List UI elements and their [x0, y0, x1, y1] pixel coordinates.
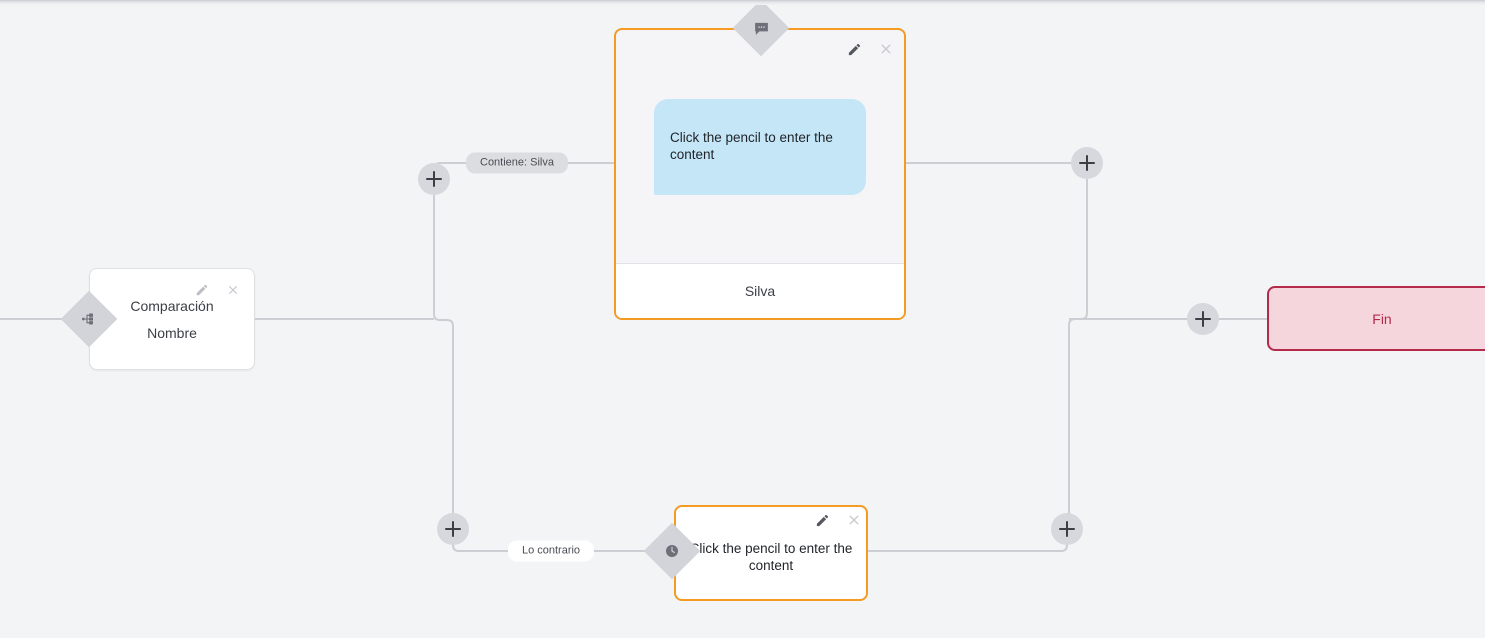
pencil-icon[interactable] [846, 41, 862, 57]
comparison-title-line-2: Nombre [147, 324, 197, 341]
branch-hierarchy-icon [79, 309, 99, 329]
chat-bubble-icon [751, 18, 771, 38]
message-card-footer: Silva [616, 263, 904, 318]
message-bubble: Click the pencil to enter the content [654, 98, 866, 195]
close-icon[interactable] [878, 41, 894, 57]
edge-label-lo-contrario[interactable]: Lo contrario [507, 540, 595, 562]
message-card-actions [846, 41, 894, 57]
add-node-button-after-top[interactable] [1071, 147, 1103, 179]
add-node-button-after-bottom[interactable] [1051, 513, 1083, 545]
comparison-card-actions [194, 282, 241, 298]
message-bottom-text: Click the pencil to enter the content [689, 541, 853, 573]
add-node-button-branch-true[interactable] [418, 163, 450, 195]
edge-label-contiene-silva[interactable]: Contiene: Silva [466, 152, 568, 174]
comparison-title-line-1: Comparación [130, 297, 214, 314]
close-icon[interactable] [225, 282, 241, 298]
message-card-body: Click the pencil to enter the content [616, 30, 904, 263]
edge-branch-false [433, 195, 454, 529]
pencil-icon[interactable] [194, 282, 210, 298]
end-node-label: Fin [1372, 310, 1392, 327]
edge-top-merge [1068, 179, 1088, 529]
node-message-bottom[interactable]: Click the pencil to enter the content [674, 505, 868, 601]
badge-branch-hierarchy-icon[interactable] [60, 290, 118, 348]
message-bottom-card-actions [814, 512, 862, 528]
node-end[interactable]: Fin [1267, 286, 1485, 351]
edge-message2-to-plus [868, 544, 1068, 552]
node-message-top[interactable]: Click the pencil to enter the content Si… [614, 28, 906, 320]
top-edge-shadow [0, 0, 1485, 5]
add-node-button-branch-false[interactable] [437, 513, 469, 545]
clock-icon [662, 541, 682, 561]
close-icon[interactable] [846, 512, 862, 528]
add-node-button-before-end[interactable] [1187, 303, 1219, 335]
pencil-icon[interactable] [814, 512, 830, 528]
